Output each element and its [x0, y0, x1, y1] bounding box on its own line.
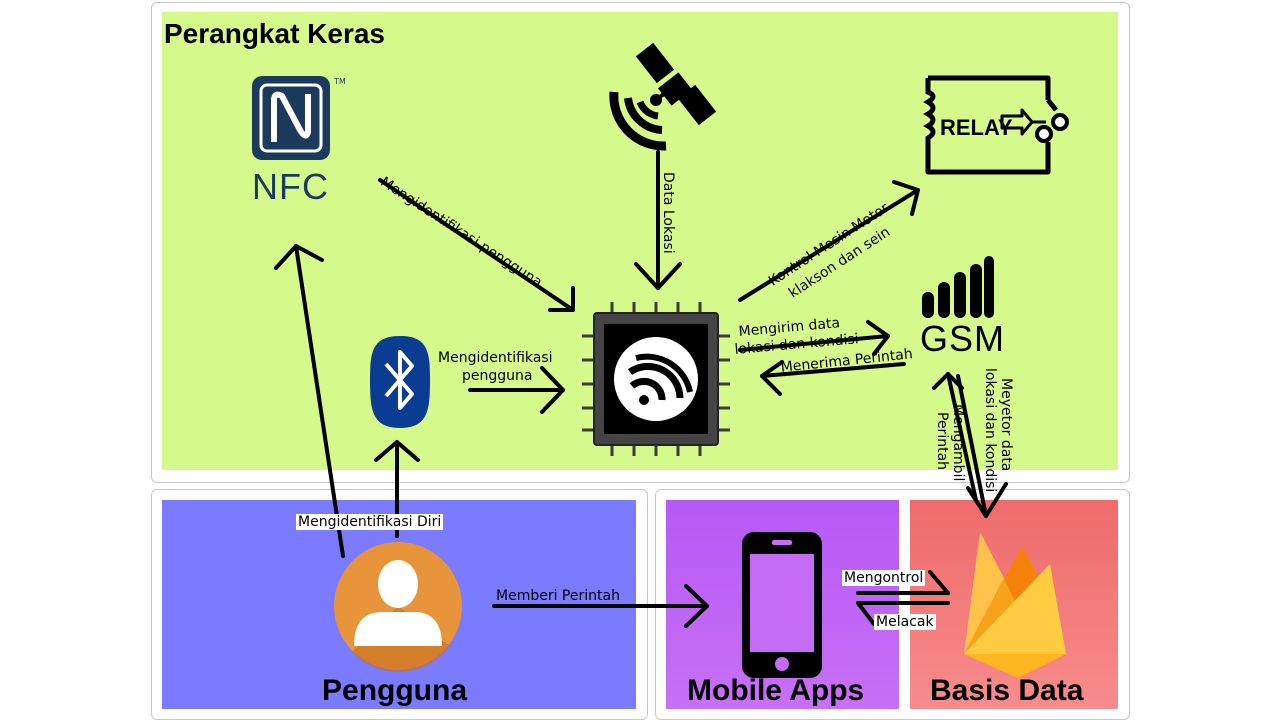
- chip-icon: [582, 302, 730, 456]
- relay-icon: RELAY: [923, 75, 1069, 175]
- label-user-identify: Mengidentifikasi Diri: [296, 514, 444, 530]
- firebase-icon: [964, 532, 1066, 678]
- smartphone-icon: [742, 532, 822, 678]
- label-app-track: Melacak: [874, 614, 936, 630]
- user-title: Pengguna: [322, 674, 468, 707]
- label-bt-to-mcu-2: pengguna: [462, 368, 533, 384]
- label-gsm-to-db-1: Meyetor data: [998, 378, 1014, 472]
- nfc-label: NFC: [252, 166, 329, 207]
- user-avatar-icon: [334, 542, 462, 673]
- label-gsm-to-db-2: lokasi dan kondisi: [982, 368, 998, 493]
- database-title: Basis Data: [930, 674, 1084, 707]
- label-user-command: Memberi Perintah: [496, 588, 620, 604]
- gsm-label: GSM: [920, 318, 1006, 359]
- bluetooth-icon: [370, 336, 430, 428]
- label-db-to-gsm-2: Perintah: [934, 412, 950, 471]
- mobile-title: Mobile Apps: [687, 674, 865, 707]
- label-app-control: Mengontrol: [842, 570, 926, 586]
- label-gps-to-mcu: Data Lokasi: [660, 172, 676, 254]
- label-bt-to-mcu-1: Mengidentifikasi: [438, 350, 553, 366]
- nfc-icon: TM: [252, 76, 346, 160]
- satellite-icon: [609, 42, 717, 151]
- svg-text:TM: TM: [333, 77, 346, 86]
- label-db-to-gsm-1: Mengambil: [950, 404, 966, 482]
- hardware-title: Perangkat Keras: [164, 18, 386, 49]
- signal-icon: [922, 256, 994, 318]
